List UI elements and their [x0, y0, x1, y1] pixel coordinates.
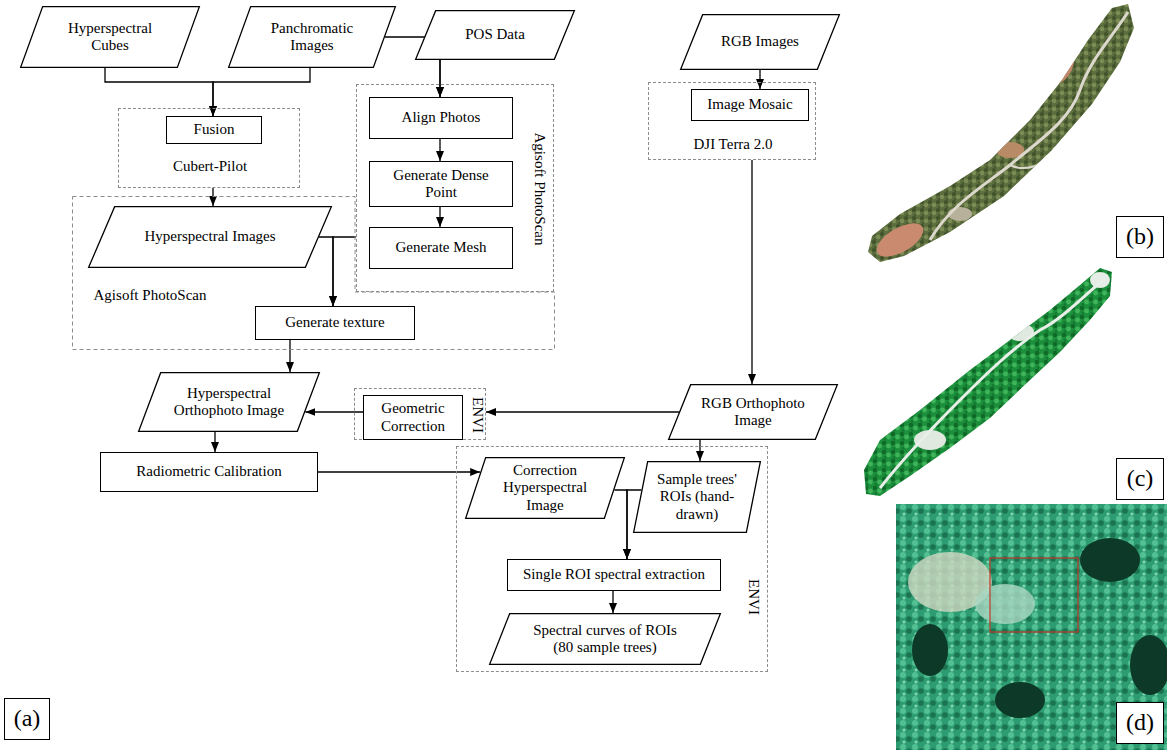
road — [880, 278, 1105, 488]
flow-arrow — [486, 411, 679, 412]
forest-canopy — [896, 504, 1167, 750]
road — [930, 12, 1128, 240]
data-parallelogram: Hyperspectral Images — [88, 206, 332, 268]
parallelogram-outline — [466, 458, 625, 519]
tool-group: Cubert-Pilot Fusion — [118, 108, 300, 188]
panel-label: (a) — [4, 698, 50, 740]
bare-soil — [1041, 50, 1079, 90]
process-box: Geometric Correction — [363, 395, 463, 440]
node-text: Single ROI spectral extraction — [523, 566, 705, 583]
panel-label: (d) — [1116, 702, 1164, 744]
node-text: Radiometric Calibration — [136, 463, 281, 480]
shadow — [1130, 635, 1167, 695]
process-box: Image Mosaic — [691, 89, 809, 121]
node-text: POS Data — [465, 26, 525, 43]
flow-arrow — [759, 70, 760, 89]
tool-group: Agisoft PhotoScan Align PhotosGenerate De… — [356, 84, 554, 292]
node-text: Hyperspectral Images — [144, 228, 275, 245]
flow-arrow — [439, 207, 440, 227]
flow-arrow — [751, 160, 752, 384]
data-parallelogram: Hyperspectral Orthophoto Image — [138, 372, 320, 432]
canopy-closeup-d — [896, 504, 1167, 750]
parallelogram-outline — [669, 385, 838, 440]
node-text: Correction Hyperspectral Image — [495, 462, 595, 514]
process-box: Radiometric Calibration — [100, 452, 318, 492]
orthophoto-strip-b — [860, 0, 1140, 270]
shadow — [1080, 538, 1140, 582]
orthophoto-strip-c — [860, 260, 1120, 505]
data-parallelogram: Sample trees' ROIs (hand-drawn) — [633, 461, 761, 533]
panel-letter: (d) — [1126, 709, 1154, 737]
panel-letter: (b) — [1126, 223, 1154, 251]
node-text: Panchromatic Images — [262, 20, 362, 55]
flow-arrow — [699, 440, 700, 461]
parallelogram-outline — [139, 373, 320, 432]
road — [1010, 120, 1090, 168]
flow-arrow — [319, 237, 333, 306]
node-text: Geometric Correction — [370, 400, 456, 435]
bare-soil — [871, 217, 928, 264]
group-label: Agisoft PhotoScan — [530, 133, 547, 246]
node-text: Fusion — [194, 121, 235, 138]
node-text: Generate Mesh — [395, 239, 486, 256]
node-text: RGB Images — [721, 33, 799, 50]
tool-group: Agisoft PhotoScan Hyperspectral ImagesGen… — [72, 196, 555, 350]
data-parallelogram: Hyperspectral Cubes — [20, 6, 200, 68]
tool-group: ENVI Correction Hyperspectral Image Sample… — [456, 446, 768, 672]
parallelogram-outline — [634, 462, 761, 533]
node-text: Spectral curves of ROIs (80 sample trees… — [528, 622, 683, 657]
shadow — [912, 624, 948, 676]
flow-arrow — [333, 237, 356, 306]
flow-arrow — [439, 139, 440, 161]
group-label: ENVI — [744, 579, 761, 615]
group-label: Agisoft PhotoScan — [94, 287, 207, 304]
parallelogram-outline — [89, 207, 332, 268]
flow-arrow — [612, 591, 613, 613]
flow-arrow — [214, 432, 215, 452]
parallelogram-outline — [681, 15, 840, 70]
group-label: DJI Terra 2.0 — [693, 136, 772, 153]
node-text: Generate Dense Point — [386, 167, 496, 202]
parallelogram-outline — [21, 7, 200, 68]
crown-highlight — [975, 584, 1035, 624]
node-text: Hyperspectral Orthophoto Image — [172, 385, 287, 420]
node-text: Align Photos — [402, 109, 481, 126]
sample-frame — [990, 558, 1078, 632]
data-parallelogram: RGB Orthophoto Image — [668, 384, 838, 440]
tool-group: DJI Terra 2.0 Image Mosaic — [648, 82, 816, 160]
flow-arrow — [614, 490, 627, 559]
group-outline — [73, 197, 555, 350]
process-box: Generate texture — [255, 306, 415, 340]
panel-letter: (a) — [14, 705, 41, 733]
node-text: Generate texture — [285, 314, 385, 331]
flow-arrow — [289, 340, 290, 372]
data-parallelogram: Spectral curves of ROIs (80 sample trees… — [489, 613, 721, 665]
node-text: Hyperspectral Cubes — [60, 20, 160, 55]
process-box: Align Photos — [369, 97, 513, 139]
shadow — [995, 682, 1045, 718]
panel-label: (b) — [1116, 216, 1164, 258]
node-text: Sample trees' ROIs (hand-drawn) — [653, 471, 741, 523]
panel-label: (c) — [1116, 458, 1164, 500]
panel-letter: (c) — [1127, 465, 1154, 493]
process-box: Single ROI spectral extraction — [507, 559, 721, 591]
data-parallelogram: Correction Hyperspectral Image — [465, 457, 625, 519]
data-parallelogram: RGB Images — [680, 14, 840, 70]
data-parallelogram: POS Data — [415, 10, 575, 60]
data-parallelogram: Panchromatic Images — [228, 6, 396, 68]
forest-canopy — [860, 260, 1120, 505]
process-box: Fusion — [166, 116, 262, 144]
tool-group: ENVI Geometric Correction — [354, 388, 486, 440]
node-text: RGB Orthophoto Image — [698, 395, 808, 430]
parallelogram-outline — [490, 614, 721, 665]
group-label: ENVI — [468, 397, 485, 433]
process-box: Generate Mesh — [369, 227, 513, 269]
clearing — [1090, 272, 1110, 288]
parallelogram-outline — [229, 7, 396, 68]
parallelogram-outline — [416, 11, 575, 60]
group-label: Cubert-Pilot — [173, 158, 247, 175]
node-text: Image Mosaic — [707, 96, 792, 113]
process-box: Generate Dense Point — [369, 161, 513, 207]
forest-canopy — [860, 0, 1140, 270]
